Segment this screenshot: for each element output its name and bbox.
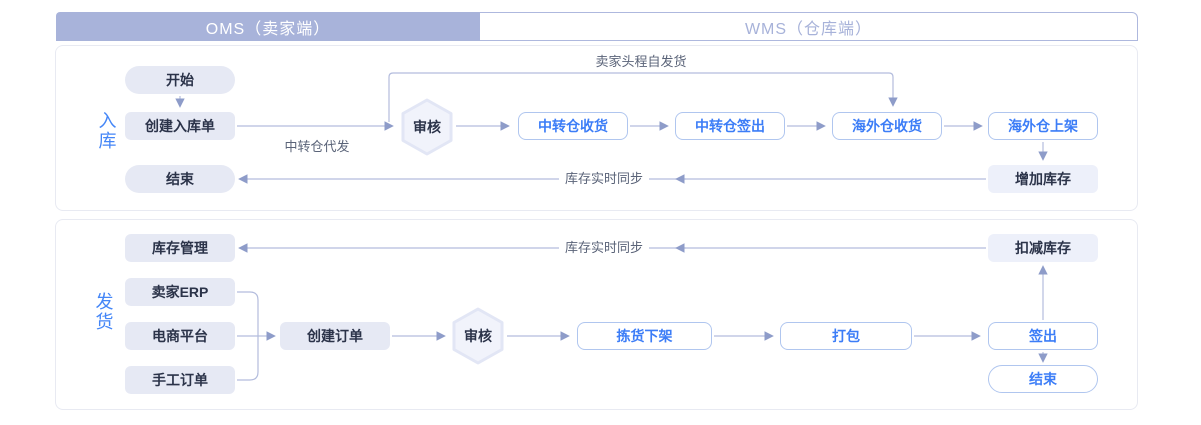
node-pack: 打包 [780,322,912,350]
edge-label-stock-sync-outbound: 库存实时同步 [559,240,650,256]
node-ecommerce-platform: 电商平台 [125,322,235,350]
section-label-outbound: 发货 [95,292,114,332]
node-start: 开始 [125,66,235,94]
edge-label-stock-sync-inbound: 库存实时同步 [559,171,650,187]
node-sign-out: 签出 [988,322,1098,350]
lane-header-oms: OMS（卖家端） [56,12,480,41]
decision-label: 审核 [413,119,441,135]
node-overseas-receive: 海外仓收货 [832,112,942,140]
node-inventory-management: 库存管理 [125,234,235,262]
node-create-inbound-order: 创建入库单 [125,112,235,140]
node-transit-receive: 中转仓收货 [518,112,628,140]
node-increase-stock: 增加库存 [988,165,1098,193]
node-seller-erp: 卖家ERP [125,278,235,306]
node-transit-checkout: 中转仓签出 [675,112,785,140]
node-pick-unshelve: 拣货下架 [577,322,712,350]
node-overseas-shelve: 海外仓上架 [988,112,1098,140]
section-label-inbound: 入库 [98,111,117,151]
hexagon-icon [401,98,453,156]
node-outbound-end: 结束 [988,365,1098,393]
edge-label-seller-first-leg: 卖家头程自发货 [595,54,687,69]
node-create-order: 创建订单 [280,322,390,350]
edge-label-transit-dropship: 中转仓代发 [284,139,350,154]
hexagon-icon [452,307,504,365]
node-manual-order: 手工订单 [125,366,235,394]
lane-header-wms: WMS（仓库端） [480,12,1138,41]
node-inbound-end: 结束 [125,165,235,193]
decision-review-inbound: 审核 [400,97,454,157]
node-deduct-stock: 扣减库存 [988,234,1098,262]
decision-review-outbound: 审核 [451,306,505,366]
decision-label: 审核 [464,328,492,344]
